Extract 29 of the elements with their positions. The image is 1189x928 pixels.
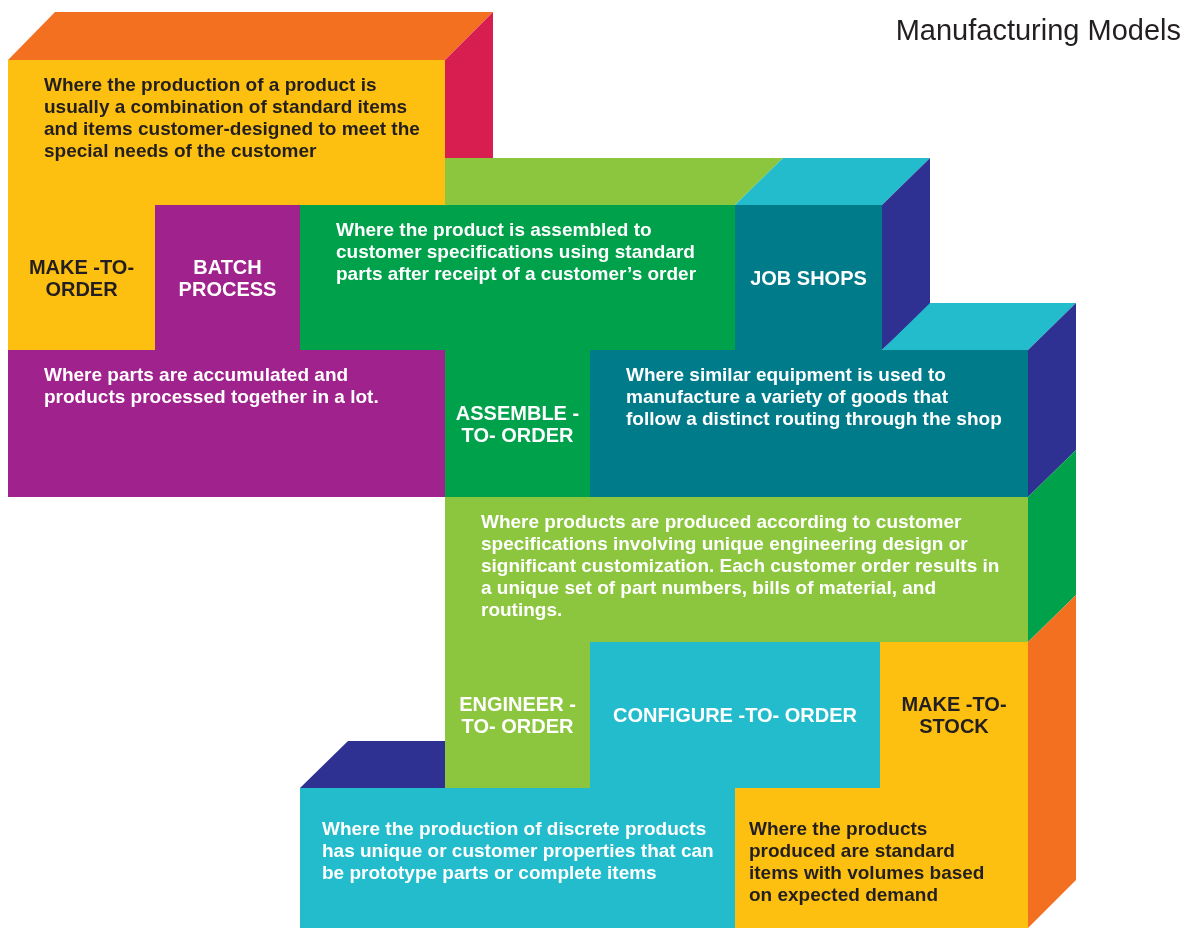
model-name: ASSEMBLE -TO- ORDER bbox=[454, 401, 581, 446]
model-name: BATCH PROCESS bbox=[177, 255, 278, 300]
model-block bbox=[735, 205, 882, 350]
description-text: Where the production of discrete products has unique or customer properties that can be prototype parts or complete items bbox=[322, 818, 715, 884]
model-block bbox=[445, 350, 590, 497]
model-name: MAKE -TO- STOCK bbox=[900, 693, 1008, 737]
model-block bbox=[8, 205, 155, 350]
description-block bbox=[8, 60, 445, 205]
model-block bbox=[445, 642, 590, 788]
description-block bbox=[590, 350, 1028, 497]
description-text: Where the product is assembled to customer specifications using standard parts after receipt of a customer’s order bbox=[336, 219, 698, 285]
model-block bbox=[590, 642, 880, 788]
model-block bbox=[880, 642, 1028, 788]
description-text: Where the products produced are standard items with volumes based on expected demand bbox=[749, 818, 986, 906]
description-block bbox=[8, 350, 445, 497]
description-block bbox=[300, 205, 735, 350]
model-name: ENGINEER -TO- ORDER bbox=[458, 693, 577, 737]
model-block bbox=[155, 205, 300, 350]
description-text: Where parts are accumulated and products processed together in a lot. bbox=[44, 364, 380, 408]
description-text: Where products are produced according to customer specifications involving unique engineering design or significant customization. Each customer order results in a unique set of part numbers, bills of material, and routings. bbox=[481, 511, 1001, 621]
title: Manufacturing Models bbox=[895, 14, 1181, 47]
description-block bbox=[300, 788, 735, 928]
description-text: Where the production of a product is usually a combination of standard items and items customer-designed to meet the special needs of the customer bbox=[44, 74, 421, 162]
model-name: CONFIGURE -TO- ORDER bbox=[612, 704, 858, 726]
description-block bbox=[735, 788, 1028, 928]
model-name: JOB SHOPS bbox=[750, 266, 867, 289]
model-name: MAKE -TO- ORDER bbox=[27, 255, 136, 300]
description-block bbox=[445, 497, 1028, 642]
description-text: Where similar equipment is used to manufacture a variety of goods that follow a distinct routing through the shop bbox=[626, 364, 1003, 430]
